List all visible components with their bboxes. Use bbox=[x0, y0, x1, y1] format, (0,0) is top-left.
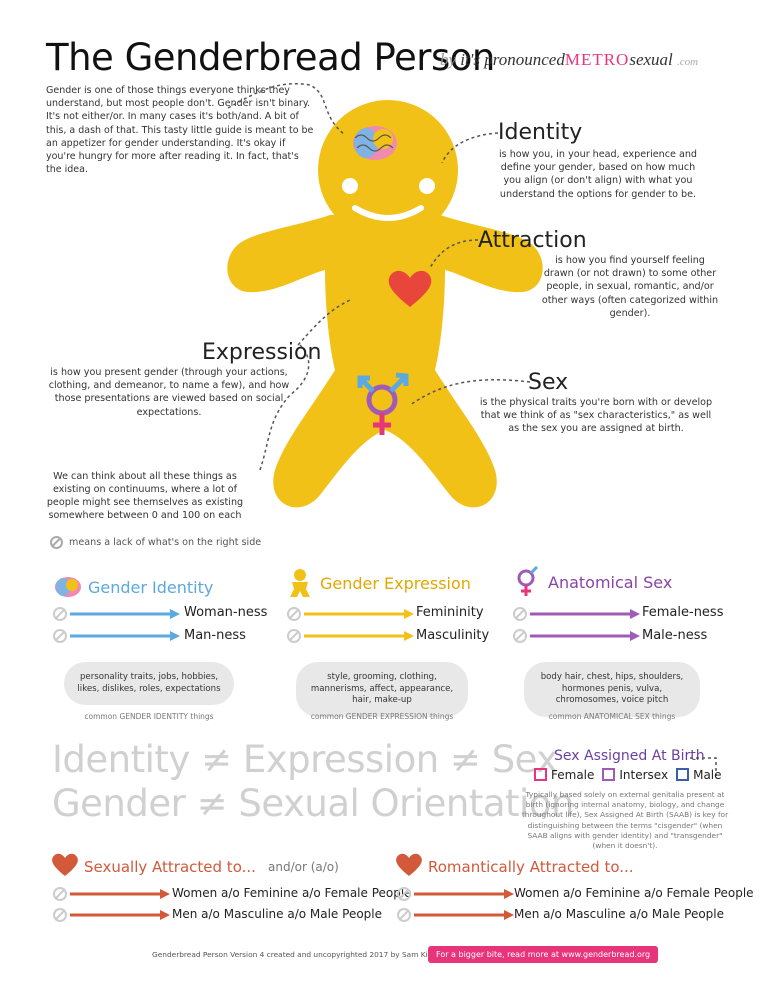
andor-label: and/or (a/o) bbox=[268, 860, 339, 874]
male-label: Male bbox=[693, 768, 722, 782]
saab-title: Sex Assigned At Birth bbox=[554, 748, 705, 764]
saab-male-option[interactable]: Male bbox=[676, 768, 722, 782]
heart-icon bbox=[52, 853, 78, 876]
sexually-attracted-title: Sexually Attracted to... bbox=[84, 858, 256, 876]
female-label: Female bbox=[551, 768, 595, 782]
null-icon bbox=[50, 536, 63, 549]
brand-pre: it's pronounced bbox=[460, 50, 565, 69]
heart-icon bbox=[388, 270, 432, 307]
romantic-attraction-arrows bbox=[397, 887, 514, 922]
anatomical-sex-common: common ANATOMICAL SEX things bbox=[548, 712, 676, 721]
heart-icon bbox=[396, 853, 422, 876]
gender-symbol-icon bbox=[517, 566, 539, 596]
gender-identity-title: Gender Identity bbox=[88, 577, 214, 597]
gender-identity-bubble: personality traits, jobs, hobbies, likes… bbox=[64, 662, 234, 705]
right-eye bbox=[419, 178, 435, 194]
null-note: means a lack of what's on the right side bbox=[50, 536, 261, 549]
left-eye bbox=[342, 178, 358, 194]
anatomical-sex-title: Anatomical Sex bbox=[548, 572, 673, 592]
gender-identity-common: common GENDER IDENTITY things bbox=[84, 712, 214, 721]
male-checkbox[interactable] bbox=[676, 768, 690, 781]
null-note-text: means a lack of what's on the right side bbox=[69, 537, 262, 548]
identity-heading: Identity bbox=[498, 120, 583, 145]
gender-expression-arrows bbox=[287, 607, 414, 643]
romantic-women-label: Women a/o Feminine a/o Female People bbox=[514, 886, 754, 900]
brand-by: by bbox=[440, 50, 457, 69]
sexual-men-label: Men a/o Masculine a/o Male People bbox=[172, 907, 382, 921]
saab-intersex-option[interactable]: Intersex bbox=[602, 768, 668, 782]
identity-neq-line: Identity ≠ Expression ≠ Sex bbox=[52, 738, 558, 781]
gender-identity-arrows bbox=[53, 607, 180, 643]
gender-expression-title: Gender Expression bbox=[320, 573, 471, 593]
saab-bracket bbox=[690, 757, 717, 776]
sex-desc: is the physical traits you're born with … bbox=[479, 397, 713, 435]
identity-desc: is how you, in your head, experience and… bbox=[498, 149, 698, 200]
male-ness-label: Male-ness bbox=[642, 628, 708, 643]
saab-note: Typically based solely on external genit… bbox=[521, 790, 729, 851]
brain-icon bbox=[55, 577, 81, 597]
attraction-heading: Attraction bbox=[478, 228, 587, 253]
femininity-label: Femininity bbox=[416, 605, 484, 620]
brand-logo[interactable]: by it's pronouncedMETROsexual .com bbox=[440, 50, 698, 70]
brand-com: .com bbox=[677, 56, 699, 68]
female-checkbox[interactable] bbox=[534, 768, 547, 781]
sex-heading: Sex bbox=[528, 370, 569, 395]
gender-expression-header: Gender Expression bbox=[288, 568, 471, 598]
gender-expression-common: common GENDER EXPRESSION things bbox=[310, 712, 454, 721]
female-ness-label: Female-ness bbox=[642, 605, 724, 620]
gender-symbol-icon bbox=[357, 372, 409, 435]
gingerbread-figure bbox=[227, 82, 543, 508]
expression-desc: is how you present gender (through your … bbox=[48, 367, 290, 418]
attraction-desc: is how you find yourself feeling drawn (… bbox=[541, 255, 719, 319]
page-title: The Genderbread Person bbox=[46, 36, 495, 79]
brand-post: sexual bbox=[629, 50, 673, 69]
gender-identity-header: Gender Identity bbox=[54, 576, 213, 598]
continuum-note: We can think about all these things as e… bbox=[46, 471, 244, 521]
sexual-attraction-arrows bbox=[53, 887, 170, 922]
gender-expression-bubble: style, grooming, clothing, mannerisms, a… bbox=[296, 662, 468, 717]
man-ness-label: Man-ness bbox=[184, 628, 246, 643]
romantic-men-label: Men a/o Masculine a/o Male People bbox=[514, 907, 724, 921]
genderbread-link[interactable]: For a bigger bite, read more at www.gend… bbox=[428, 946, 659, 963]
gingerbread-body bbox=[227, 100, 543, 508]
anatomical-sex-bubble: body hair, chest, hips, shoulders, hormo… bbox=[524, 662, 700, 717]
gender-neq-line: Gender ≠ Sexual Orientation bbox=[52, 782, 574, 825]
dashed-connectors bbox=[227, 82, 531, 471]
saab-female-option[interactable]: Female bbox=[534, 768, 594, 782]
brand-metro: METRO bbox=[564, 50, 630, 69]
masculinity-label: Masculinity bbox=[416, 628, 490, 643]
saab-options: Female Intersex Male bbox=[534, 768, 730, 782]
anatomical-sex-header: Anatomical Sex bbox=[514, 566, 672, 598]
footer-credit: Genderbread Person Version 4 created and… bbox=[152, 950, 461, 959]
intersex-label: Intersex bbox=[619, 768, 669, 782]
brain-icon bbox=[353, 126, 397, 160]
romantically-attracted-title: Romantically Attracted to... bbox=[428, 858, 634, 876]
expression-heading: Expression bbox=[202, 340, 322, 365]
intersex-checkbox[interactable] bbox=[602, 768, 616, 781]
anatomical-sex-arrows bbox=[513, 607, 640, 643]
smile bbox=[352, 205, 424, 221]
woman-ness-label: Woman-ness bbox=[184, 605, 268, 620]
gingerbread-icon bbox=[290, 569, 310, 597]
intro-text: Gender is one of those things everyone t… bbox=[46, 85, 314, 176]
sexual-women-label: Women a/o Feminine a/o Female People bbox=[172, 886, 412, 900]
